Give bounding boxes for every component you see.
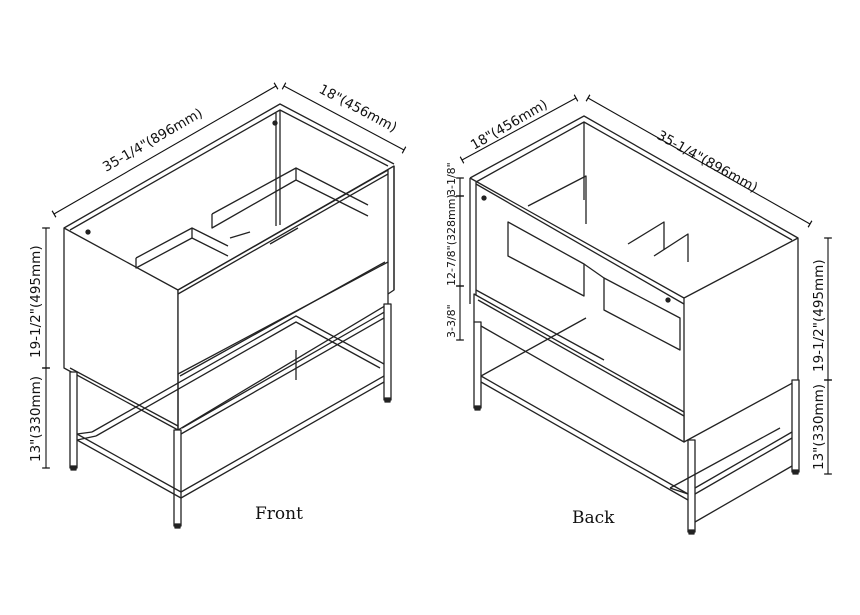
front-drawer-front <box>177 169 389 375</box>
back-opening-label: 12-7/8"(328mm) <box>445 194 458 286</box>
back-caption: Back <box>572 508 615 528</box>
back-view <box>456 94 832 535</box>
back-leg-frame <box>473 317 800 535</box>
back-leg-height-label: 13"(330mm) <box>811 384 827 470</box>
front-width-label: 35-1/4"(896mm) <box>100 105 206 175</box>
back-drawer-boxes <box>507 175 689 351</box>
front-leg-height-label: 13"(330mm) <box>28 376 44 462</box>
back-dimension-lines <box>456 94 832 475</box>
back-body-height-label: 19-1/2"(495mm) <box>811 259 827 372</box>
front-cabinet-lower <box>69 261 389 431</box>
front-depth-label: 18"(456mm) <box>316 81 399 136</box>
front-drawer-boxes <box>135 167 369 269</box>
front-dimension-lines <box>42 82 407 469</box>
back-top-rail-label: 3-1/8" <box>445 162 458 196</box>
front-caption: Front <box>255 504 303 524</box>
back-depth-label: 18"(456mm) <box>468 97 550 154</box>
back-bottom-rail-label: 3-3/8" <box>445 304 458 338</box>
front-body-height-label: 19-1/2"(495mm) <box>28 245 44 358</box>
front-view <box>42 82 407 529</box>
back-lower-rail <box>473 289 685 443</box>
front-leg-frame <box>69 303 392 529</box>
